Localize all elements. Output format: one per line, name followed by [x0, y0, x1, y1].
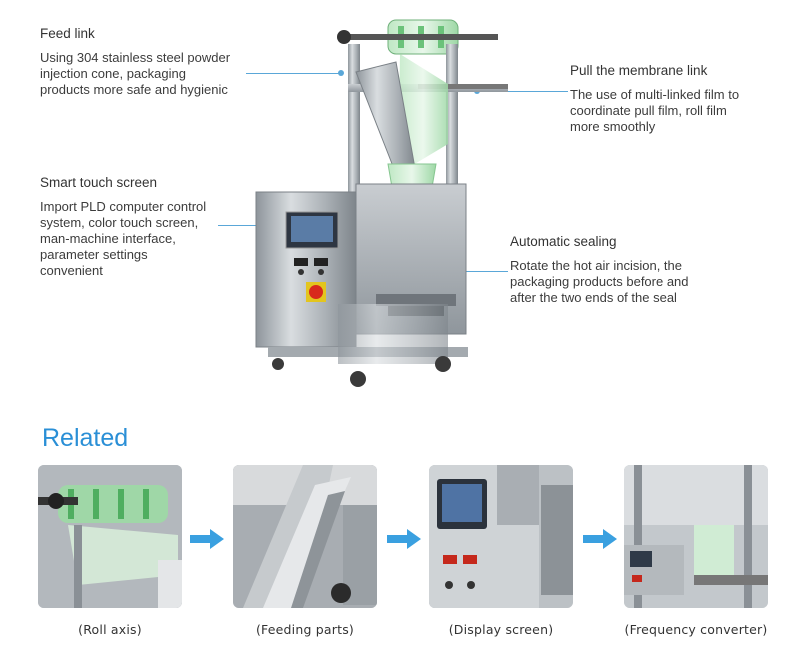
- packaging-machine-image: [248, 14, 548, 394]
- thumbnail-frequency-converter[interactable]: [624, 465, 768, 608]
- callout-description: Rotate the hot air incision, the packagi…: [510, 258, 689, 305]
- leader-line-pull: [478, 91, 568, 92]
- callout-touch-screen: Smart touch screen Import PLD computer c…: [40, 175, 206, 279]
- caption-display-screen: (Display screen): [448, 622, 554, 637]
- callout-description: The use of multi-linked film to coordina…: [570, 87, 740, 134]
- thumbnail-roll-axis[interactable]: [38, 465, 182, 608]
- arrow-right-icon: [190, 529, 224, 549]
- caption-feeding-parts: (Feeding parts): [255, 622, 355, 637]
- thumbnail-feeding-parts[interactable]: [233, 465, 377, 608]
- arrow-right-icon: [583, 529, 617, 549]
- callout-title: Pull the membrane link: [570, 63, 708, 78]
- related-heading: Related: [42, 424, 129, 452]
- callout-auto-sealing: Automatic sealing Rotate the hot air inc…: [510, 234, 689, 306]
- arrow-right-icon: [387, 529, 421, 549]
- callout-description: Import PLD computer control system, colo…: [40, 199, 207, 278]
- callout-title: Feed link: [40, 26, 95, 41]
- leader-dot-feed: [338, 70, 344, 76]
- leader-line-feed: [246, 73, 342, 74]
- callout-pull-membrane: Pull the membrane link The use of multi-…: [570, 63, 739, 135]
- callout-description: Using 304 stainless steel powder injecti…: [40, 50, 231, 97]
- callout-title: Smart touch screen: [40, 175, 158, 190]
- thumbnail-display-screen[interactable]: [429, 465, 573, 608]
- caption-roll-axis: (Roll axis): [78, 622, 142, 637]
- callout-title: Automatic sealing: [510, 234, 617, 249]
- callout-feed-link: Feed link Using 304 stainless steel powd…: [40, 26, 230, 98]
- caption-frequency-converter: (Frequency converter): [624, 622, 768, 637]
